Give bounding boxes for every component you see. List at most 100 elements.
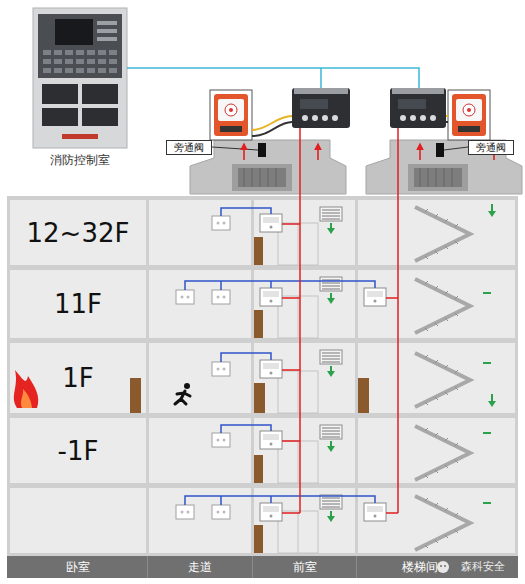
detector-network [212, 216, 230, 230]
leader-line [212, 147, 468, 150]
control-panel [109, 68, 117, 73]
controller [294, 88, 348, 94]
pressure-sensor [467, 108, 471, 112]
building [278, 511, 318, 553]
control-panel [97, 21, 117, 25]
pressure-sensor [458, 126, 480, 132]
building [10, 200, 515, 553]
building [320, 425, 342, 452]
node-text: 1F [10, 343, 146, 413]
building [254, 455, 263, 483]
control-panel [54, 68, 62, 73]
building [278, 371, 318, 413]
control-panel [42, 84, 78, 104]
control-panel-box: 消防控制室 [33, 8, 127, 148]
watermark: 森科安全 [450, 557, 516, 577]
building [10, 488, 146, 553]
bypass-valve [258, 143, 266, 157]
airflow-arrow [419, 144, 421, 160]
duct-right [408, 164, 468, 191]
control-panel [98, 59, 106, 64]
building [254, 310, 263, 338]
node-text: 旁通阀 [476, 142, 506, 154]
control-panel [43, 50, 117, 73]
building [358, 200, 515, 265]
detector-network [212, 505, 230, 519]
controller [392, 88, 444, 94]
detector-network [260, 360, 282, 378]
stair-airflow-mark [488, 211, 496, 217]
detector-network [176, 505, 194, 519]
controller [410, 115, 416, 121]
controller [302, 115, 308, 121]
signal-wire [127, 68, 419, 88]
stair-airflow-mark [491, 394, 493, 402]
building [254, 270, 355, 338]
control-panel [62, 134, 98, 139]
controller [398, 99, 426, 109]
building [320, 207, 342, 234]
duct-left [232, 164, 292, 191]
control-panel [109, 59, 117, 64]
detector-network [185, 496, 375, 505]
detector-network [282, 224, 398, 513]
building [254, 200, 355, 265]
control-panel [38, 14, 122, 78]
node-text: 消防控制室 [23, 153, 137, 167]
leader-line [444, 147, 468, 150]
floor-band: 12~32F [10, 200, 515, 265]
building [130, 237, 369, 553]
stair-airflow-mark [488, 401, 496, 407]
building [254, 488, 355, 553]
building [415, 279, 470, 333]
duct-right [420, 168, 452, 187]
pressure-sensor [220, 126, 242, 132]
detector-network [212, 290, 230, 304]
control-panel [87, 68, 95, 73]
evacuee-symbol [175, 391, 190, 404]
building [10, 418, 146, 483]
floor-band: 11F [10, 270, 515, 338]
building [149, 418, 251, 483]
building [320, 495, 342, 522]
building [415, 496, 470, 550]
node-text: 旁通阀 [174, 142, 204, 154]
controller [400, 115, 406, 121]
building [358, 488, 515, 553]
floor-band: 1F [10, 343, 515, 413]
node-text: -1F [10, 418, 146, 483]
control-panel [87, 59, 95, 64]
pressure-sensor [456, 99, 482, 121]
building [320, 350, 342, 377]
building [254, 383, 265, 413]
building [415, 353, 470, 407]
building [278, 223, 318, 265]
pressure-sensor [448, 90, 490, 140]
detector-network [364, 503, 386, 521]
control-panel [98, 68, 106, 73]
evacuee-symbol [184, 383, 190, 389]
building [10, 200, 146, 265]
fire-symbol [21, 389, 32, 408]
detector-network [212, 433, 230, 447]
controller [312, 115, 318, 121]
control-panel [42, 108, 78, 126]
evacuee-symbol [175, 383, 190, 404]
stair-airflow-mark [483, 204, 496, 503]
detector-network [299, 128, 301, 513]
building [254, 237, 263, 265]
controller [332, 115, 338, 121]
controller [322, 115, 328, 121]
sensor-wire [252, 116, 448, 136]
detector-network [176, 290, 194, 304]
bypass-valve [258, 143, 444, 157]
pressure-sensor [210, 90, 252, 140]
pressure-sensor [463, 104, 475, 116]
column-strip [7, 556, 518, 578]
detector-network [282, 128, 398, 513]
control-panel [54, 59, 62, 64]
detector-network [364, 288, 386, 306]
